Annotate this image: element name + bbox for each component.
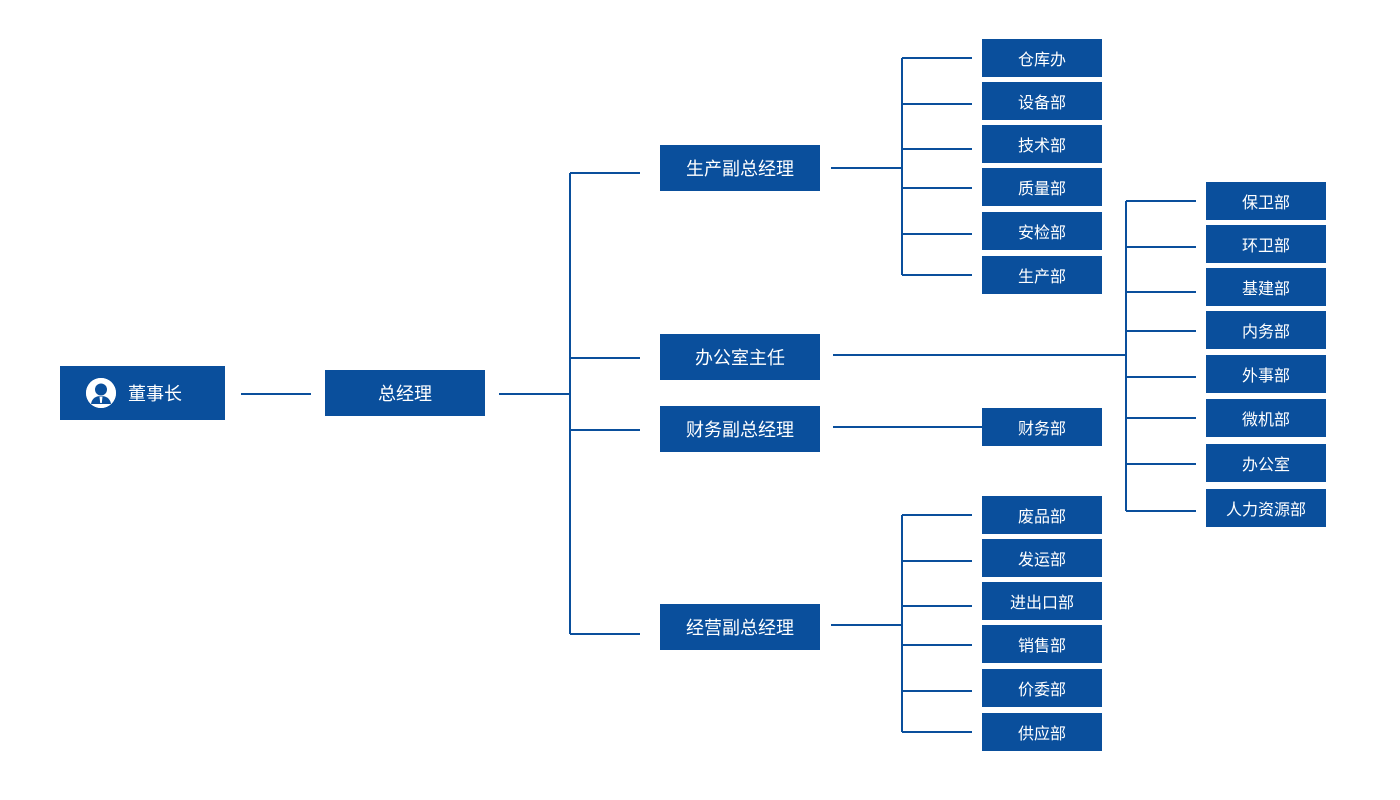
department-node[interactable]: 微机部 (1206, 399, 1326, 437)
department-label: 外事部 (1241, 366, 1290, 385)
department-node[interactable]: 供应部 (982, 713, 1102, 751)
general-manager-label: 总经理 (378, 384, 432, 405)
business-vp-label: 经营副总经理 (686, 618, 794, 639)
department-node[interactable]: 设备部 (982, 82, 1102, 120)
department-label: 内务部 (1241, 322, 1290, 341)
department-node[interactable]: 质量部 (982, 168, 1102, 206)
department-label: 价委部 (1017, 680, 1066, 699)
department-node[interactable]: 安检部 (982, 212, 1102, 250)
department-node[interactable]: 价委部 (982, 669, 1102, 707)
department-node[interactable]: 发运部 (982, 539, 1102, 577)
department-label: 供应部 (1017, 724, 1066, 743)
department-node[interactable]: 销售部 (982, 625, 1102, 663)
office-director-node[interactable]: 办公室主任 (660, 334, 820, 380)
department-label: 基建部 (1241, 279, 1290, 298)
department-node[interactable]: 财务部 (982, 408, 1102, 446)
department-label: 环卫部 (1241, 236, 1290, 255)
department-label: 安检部 (1017, 223, 1066, 242)
department-node[interactable]: 保卫部 (1206, 182, 1326, 220)
department-label: 人力资源部 (1225, 500, 1306, 519)
department-label: 仓库办 (1017, 50, 1066, 69)
department-node[interactable]: 进出口部 (982, 582, 1102, 620)
department-node[interactable]: 外事部 (1206, 355, 1326, 393)
department-label: 办公室 (1241, 455, 1290, 474)
department-node[interactable]: 办公室 (1206, 444, 1326, 482)
production-vp-label: 生产副总经理 (686, 159, 794, 180)
general-manager-node[interactable]: 总经理 (325, 370, 485, 416)
finance-vp-node[interactable]: 财务副总经理 (660, 406, 820, 452)
chairman-node[interactable]: 董事长 (60, 366, 225, 420)
department-label: 进出口部 (1009, 593, 1074, 612)
user-avatar-icon (86, 378, 116, 408)
production-vp-node[interactable]: 生产副总经理 (660, 145, 820, 191)
business-vp-node[interactable]: 经营副总经理 (660, 604, 820, 650)
department-label: 销售部 (1017, 636, 1066, 655)
department-node[interactable]: 生产部 (982, 256, 1102, 294)
department-label: 设备部 (1017, 93, 1066, 112)
department-label: 技术部 (1017, 136, 1066, 155)
department-label: 财务部 (1017, 419, 1066, 438)
department-label: 发运部 (1017, 550, 1066, 569)
department-node[interactable]: 技术部 (982, 125, 1102, 163)
department-node[interactable]: 仓库办 (982, 39, 1102, 77)
office-director-label: 办公室主任 (695, 348, 785, 369)
department-label: 质量部 (1017, 179, 1066, 198)
finance-vp-label: 财务副总经理 (686, 420, 794, 441)
department-node[interactable]: 基建部 (1206, 268, 1326, 306)
department-node[interactable]: 人力资源部 (1206, 489, 1326, 527)
department-node[interactable]: 环卫部 (1206, 225, 1326, 263)
chairman-label: 董事长 (128, 384, 182, 405)
department-label: 废品部 (1017, 507, 1066, 526)
department-node[interactable]: 废品部 (982, 496, 1102, 534)
department-label: 生产部 (1017, 267, 1066, 286)
department-node[interactable]: 内务部 (1206, 311, 1326, 349)
department-label: 保卫部 (1241, 193, 1290, 212)
department-label: 微机部 (1241, 410, 1290, 429)
